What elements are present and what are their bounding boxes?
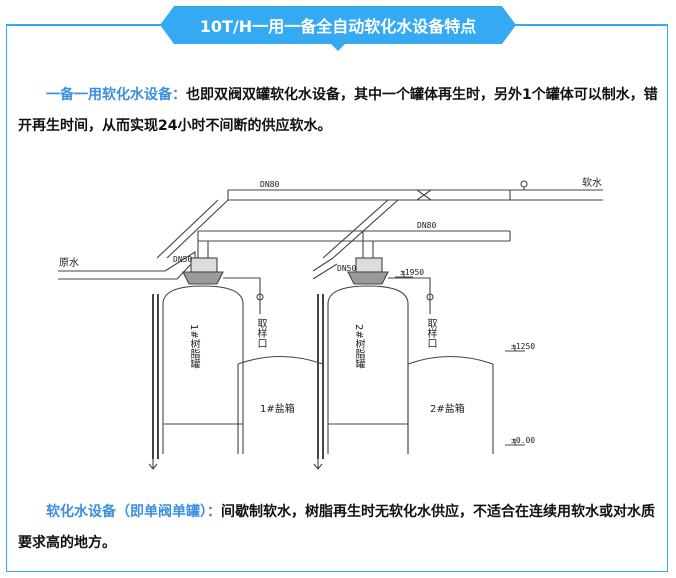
- single-valve-text: 间歇制软水，树脂再生时无软化水供应，不适合在连续用软水或对水质要求高的地方。: [18, 504, 655, 551]
- brine-tank-1: [237, 355, 324, 454]
- sample-label-2: 取样口: [425, 318, 436, 348]
- intro-lead: 一备一用软化水设备：: [46, 87, 186, 103]
- valve-label-2: DN50: [337, 264, 356, 273]
- inlet-label: 原水: [59, 257, 79, 269]
- inlet-pipe: [58, 270, 165, 280]
- valve-label-1: DN50: [173, 255, 192, 264]
- outlet-label: 软水: [582, 176, 602, 189]
- top-pipe: [228, 189, 603, 201]
- intro-text: 也即双阀双罐软化水设备，其中一个罐体再生时，另外1个罐体可以制水，错开再生时间，…: [18, 87, 658, 134]
- tank-2-label: 2#树脂罐: [353, 324, 364, 369]
- page-title-text: 10T/H一用一备全自动软化水设备特点: [199, 17, 477, 36]
- softener-system-diagram: DN80 DN80 软水 原水 DN50 DN50 ±1950 ±1250 ±0…: [58, 176, 603, 470]
- title-pointer: [331, 44, 345, 51]
- pipe-label-top: DN80: [260, 180, 279, 189]
- tank-1-label: 1#树脂罐: [188, 324, 199, 369]
- elevation-1250: ±1250: [511, 342, 535, 351]
- single-valve-lead: 软化水设备（即单阀单罐）：: [46, 504, 221, 520]
- brine-label-2: 2#盐箱: [430, 402, 465, 415]
- page-title: 10T/H一用一备全自动软化水设备特点: [160, 6, 516, 44]
- single-valve-paragraph: 软化水设备（即单阀单罐）：间歇制软水，树脂再生时无软化水供应，不适合在连续用软水…: [18, 497, 663, 559]
- sample-label-1: 取样口: [255, 318, 266, 348]
- valve-head-2: [355, 257, 383, 273]
- elevation-000: ±0.00: [511, 436, 535, 445]
- brine-tank-2: [407, 355, 494, 454]
- brine-label-1: 1#盐箱: [260, 402, 295, 415]
- mid-pipe: [198, 230, 510, 242]
- content-frame: [6, 24, 668, 572]
- outlet-valve: [416, 189, 432, 201]
- pipe-label-mid: DN80: [417, 221, 436, 230]
- intro-paragraph: 一备一用软化水设备：也即双阀双罐软化水设备，其中一个罐体再生时，另外1个罐体可以…: [18, 80, 658, 142]
- valve-head-1: [190, 257, 218, 273]
- elevation-1950: ±1950: [400, 268, 424, 277]
- tank-2: [327, 285, 409, 454]
- tank-1: [162, 285, 244, 454]
